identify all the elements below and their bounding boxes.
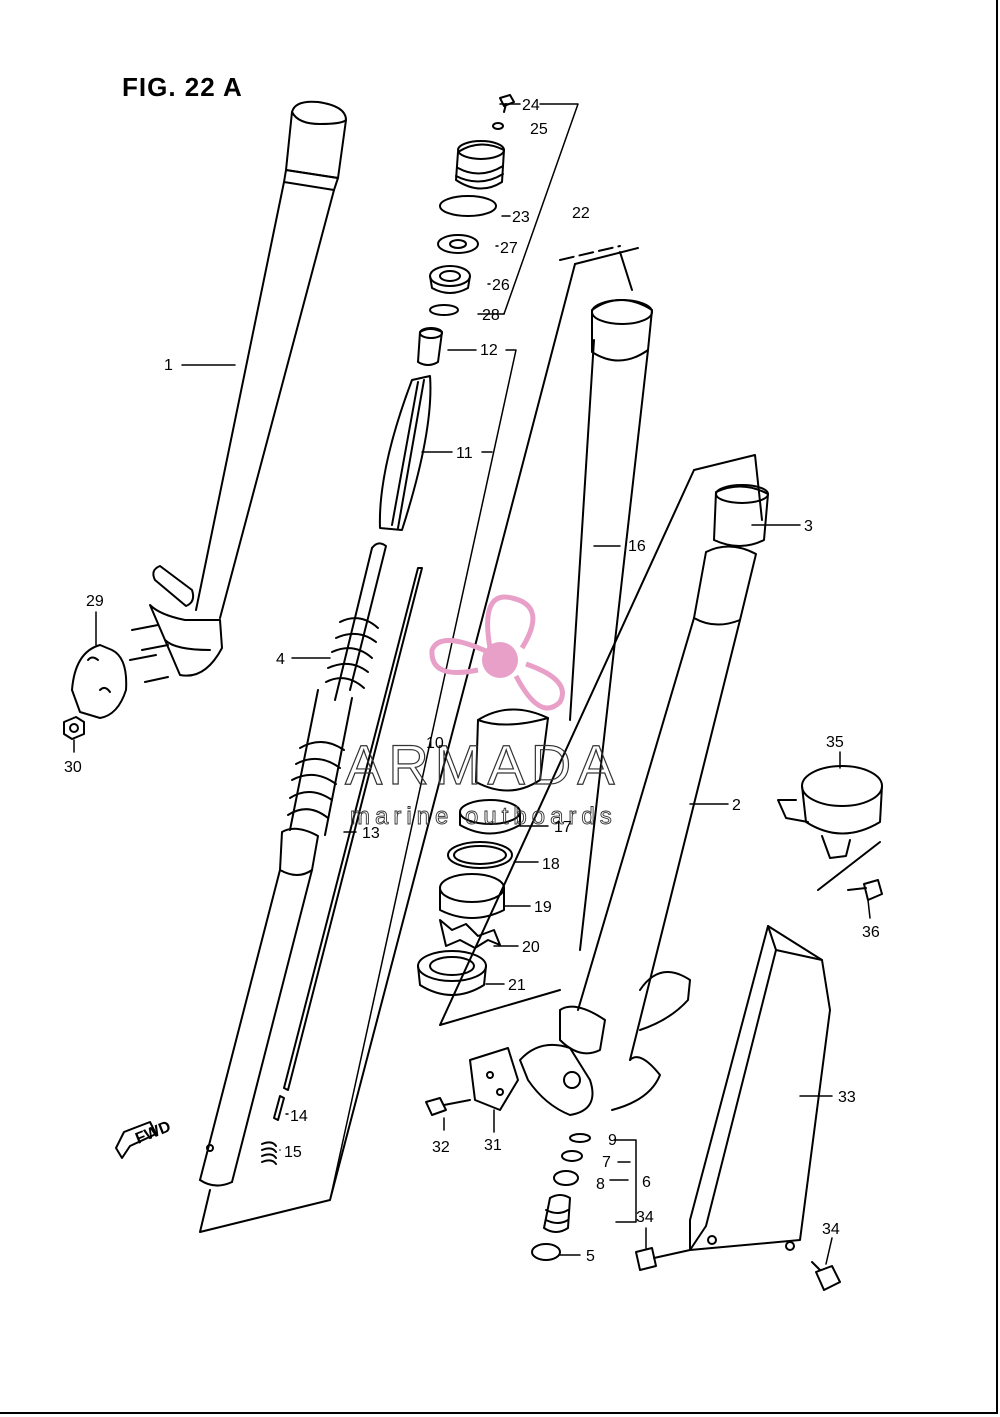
callout-1: 1	[164, 357, 173, 374]
callout-7: 7	[602, 1154, 611, 1171]
callout-36: 36	[862, 924, 880, 941]
part-18-ring	[447, 841, 513, 869]
part-32-bolt	[425, 1097, 471, 1116]
part-31-bracket	[469, 1047, 519, 1111]
part-17-ring	[459, 799, 521, 835]
callout-22: 22	[572, 205, 590, 222]
callout-20: 20	[522, 939, 540, 956]
callout-27: 27	[500, 240, 518, 257]
fwd-arrow	[115, 1121, 157, 1159]
part-27-washer	[437, 234, 479, 254]
part-22-cap-bolt	[455, 140, 505, 190]
callout-35: 35	[826, 734, 844, 751]
part-12-cap	[417, 327, 443, 366]
part-2-outer-tube-right	[439, 454, 769, 1116]
fwd-label: FWD	[133, 1118, 173, 1147]
callout-5: 5	[586, 1248, 595, 1265]
callout-21: 21	[508, 977, 526, 994]
callout-17: 17	[554, 819, 572, 836]
part-15-spring	[261, 1141, 277, 1165]
part-14-pin	[273, 1095, 285, 1121]
callout-31: 31	[484, 1137, 502, 1154]
part-outer-tube-left	[129, 100, 347, 683]
part-29-clamp	[71, 644, 128, 719]
part-23-oring	[439, 195, 497, 217]
callout-14: 14	[290, 1108, 308, 1125]
callout-2: 2	[732, 797, 741, 814]
leader-lines	[73, 103, 871, 1265]
callout-6: 6	[642, 1174, 651, 1191]
callout-16: 16	[628, 538, 646, 555]
callout-labels: 1 2 3 4 5 6 7 8 9 10 11 12 13 14 15 16 1…	[64, 97, 880, 1265]
callout-24: 24	[522, 97, 540, 114]
callout-29: 29	[86, 593, 104, 610]
part-20-clip	[439, 919, 501, 949]
watermark-brand: ARMADA	[345, 733, 621, 796]
callout-13: 13	[362, 825, 380, 842]
callout-11: 11	[456, 445, 473, 462]
callout-33: 33	[838, 1089, 856, 1106]
part-21-dust-seal	[417, 950, 487, 996]
part-6-bolt	[543, 1194, 571, 1233]
part-28-ring	[429, 304, 459, 316]
part-4-damper	[199, 542, 387, 1187]
part-7-washer	[561, 1150, 583, 1162]
callout-8: 8	[596, 1176, 605, 1193]
part-34-bolt-right	[811, 1261, 841, 1291]
part-33-guard	[689, 925, 831, 1251]
part-16-inner-tube	[475, 299, 653, 951]
part-16-outline	[199, 245, 639, 1233]
callout-25: 25	[530, 121, 548, 138]
callout-26: 26	[492, 277, 510, 294]
callout-3: 3	[804, 518, 813, 535]
figure-title: FIG. 22 A	[122, 72, 243, 102]
part-19-seal	[439, 873, 505, 919]
part-36-bolt	[847, 879, 883, 901]
watermark-logo-icon	[429, 594, 565, 711]
callout-10: 10	[426, 735, 444, 752]
part-8-washer	[553, 1170, 579, 1186]
callout-18: 18	[542, 856, 560, 873]
part-9-ring	[569, 1133, 591, 1143]
part-5-washer	[531, 1243, 561, 1261]
part-26-spacer	[429, 265, 471, 294]
callout-4: 4	[276, 651, 285, 668]
callout-19: 19	[534, 899, 552, 916]
part-35-clamp	[777, 765, 883, 891]
part-34-bolt-left	[635, 1247, 691, 1271]
part-25-washer	[492, 122, 504, 130]
callout-9: 9	[608, 1132, 617, 1149]
callout-34-left: 34	[636, 1209, 654, 1226]
callout-28: 28	[482, 307, 500, 324]
part-30-nut	[63, 716, 85, 740]
callout-34-right: 34	[822, 1221, 840, 1238]
callout-30: 30	[64, 759, 82, 776]
part-10-rod	[283, 567, 423, 1091]
callout-12: 12	[480, 342, 498, 359]
callout-15: 15	[284, 1144, 302, 1161]
callout-32: 32	[432, 1139, 450, 1156]
callout-23: 23	[512, 209, 530, 226]
part-11-sleeve	[378, 375, 432, 531]
watermark-tagline: marine outboards	[350, 803, 617, 830]
